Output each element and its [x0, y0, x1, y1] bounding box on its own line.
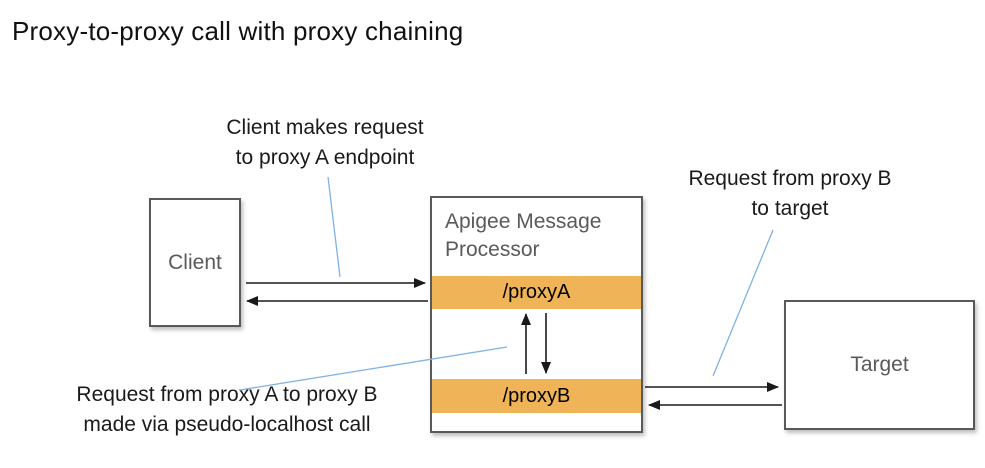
annotation-client-request: Client makes request to proxy A endpoint	[226, 116, 424, 169]
annotation-proxyb-to-target: Request from proxy B to target	[688, 167, 892, 220]
target-node-label: Target	[850, 353, 909, 376]
message-processor-label: Apigee Message Processor	[445, 210, 602, 262]
callout-line-client-request	[327, 176, 341, 278]
diagram-title: Proxy-to-proxy call with proxy chaining	[12, 16, 464, 46]
client-node-label: Client	[168, 250, 222, 274]
proxya-endpoint-bar: /proxyA	[432, 276, 641, 309]
target-node: Target	[784, 300, 975, 430]
proxyb-endpoint-bar: /proxyB	[432, 379, 641, 413]
callout-line-proxyb-to-target	[712, 229, 774, 377]
message-processor-node: Apigee Message Processor /proxyA /proxyB	[430, 196, 643, 433]
annotation-proxya-to-proxyb: Request from proxy A to proxy B made via…	[76, 383, 378, 436]
client-node: Client	[149, 198, 241, 327]
